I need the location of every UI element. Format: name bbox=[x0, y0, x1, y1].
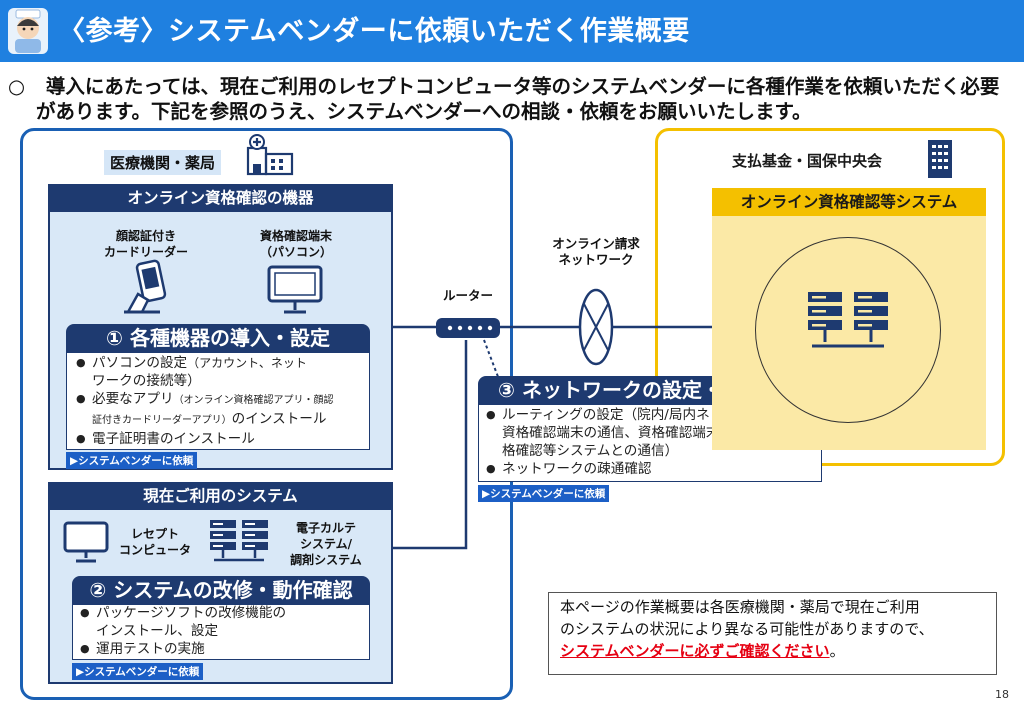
payment-fund-label: 支払基金・国保中央会 bbox=[732, 152, 883, 170]
intro-text-1: 導入にあたっては、現在ご利用のレセプトコンピュータ等のシステムベンダーに各種作業… bbox=[45, 75, 1000, 98]
step2-item-1-cont: インストール、設定 bbox=[96, 623, 219, 639]
note-line-2: のシステムの状況により異なる可能性がありますので、 bbox=[560, 620, 934, 638]
step2-title: ② システムの改修・動作確認 bbox=[72, 576, 370, 604]
mascot-doctor-icon bbox=[6, 6, 50, 56]
payment-fund-panel bbox=[655, 128, 1005, 466]
system-circle bbox=[755, 237, 941, 423]
step2-vendor-tag: ▶システムベンダーに依頼 bbox=[72, 663, 204, 680]
step2-item-1: パッケージソフトの改修機能の bbox=[78, 604, 286, 622]
step1-vendor-tag: ▶システムベンダーに依頼 bbox=[66, 452, 198, 469]
building-icon bbox=[926, 138, 954, 178]
intro-text-2: があります。下記を参照のうえ、システムベンダーへの相談・依頼をお願いいたします。 bbox=[36, 100, 812, 123]
step2-items: パッケージソフトの改修機能の インストール、設定 運用テストの実施 bbox=[78, 604, 286, 658]
step3-vendor-tag: ▶システムベンダーに依頼 bbox=[478, 485, 610, 502]
vendor-note-text: 本ページの作業概要は各医療機関・薬局で現在ご利用 のシステムの状況により異なる可… bbox=[560, 596, 934, 662]
online-qualification-system-title: オンライン資格確認等システム bbox=[712, 188, 986, 216]
terminal-label: 資格確認端末 （パソコン） bbox=[259, 229, 332, 259]
step1-item-1: パソコンの設定（アカウント、ネット bbox=[74, 354, 334, 372]
step2-item-2: 運用テストの実施 bbox=[78, 640, 286, 658]
medical-institution-label: 医療機関・薬局 bbox=[104, 150, 222, 175]
systems-box-title: 現在ご利用のシステム bbox=[48, 482, 393, 510]
step1-item-2-cont: 証付きカードリーダーアプリ）のインストール bbox=[92, 411, 327, 427]
step1-item-1-cont: ワークの接続等） bbox=[92, 373, 201, 389]
vendor-note-box bbox=[548, 592, 997, 675]
router-label: ルーター bbox=[442, 288, 493, 303]
network-cloud-icon bbox=[576, 286, 616, 368]
page-title: 〈参考〉システムベンダーに依頼いただく作業概要 bbox=[58, 16, 690, 47]
devices-box-title: オンライン資格確認の機器 bbox=[48, 184, 393, 212]
step1-item-3: 電子証明書のインストール bbox=[74, 430, 334, 448]
step3-item-1-cont-b: 格確認等システムとの通信） bbox=[502, 443, 679, 459]
receipt-computer-icon bbox=[62, 520, 110, 564]
intro-bullet: ○ bbox=[8, 75, 26, 98]
card-reader-label: 顔認証付き カードリーダー bbox=[103, 229, 188, 259]
claim-network-label: オンライン請求 ネットワーク bbox=[552, 236, 640, 267]
hospital-icon bbox=[246, 134, 294, 176]
computer-terminal-icon bbox=[266, 264, 324, 316]
card-reader-icon bbox=[120, 259, 176, 316]
note-emphasis: システムベンダーに必ずご確認ください bbox=[560, 642, 830, 660]
server-rack-icon bbox=[208, 518, 272, 564]
step1-items: パソコンの設定（アカウント、ネット ワークの接続等） 必要なアプリ（オンライン資… bbox=[74, 354, 334, 448]
note-line-1: 本ページの作業概要は各医療機関・薬局で現在ご利用 bbox=[560, 598, 920, 616]
note-line-3: システムベンダーに必ずご確認ください。 bbox=[560, 642, 845, 660]
server-icon bbox=[804, 290, 894, 352]
receipt-computer-label: レセプト コンピュータ bbox=[118, 527, 191, 557]
header-bar bbox=[0, 0, 1024, 62]
intro-line-1: ○ 導入にあたっては、現在ご利用のレセプトコンピュータ等のシステムベンダーに各種… bbox=[8, 70, 999, 99]
ehr-system-label: 電子カルテ システム/ 調剤システム bbox=[290, 521, 362, 567]
page-number: 18 bbox=[995, 688, 1009, 701]
step1-title: ① 各種機器の導入・設定 bbox=[66, 324, 370, 352]
router-icon bbox=[434, 316, 502, 340]
step1-item-2: 必要なアプリ（オンライン資格確認アプリ・顔認 bbox=[74, 390, 334, 410]
step3-item-2: ネットワークの疎通確認 bbox=[484, 460, 815, 478]
